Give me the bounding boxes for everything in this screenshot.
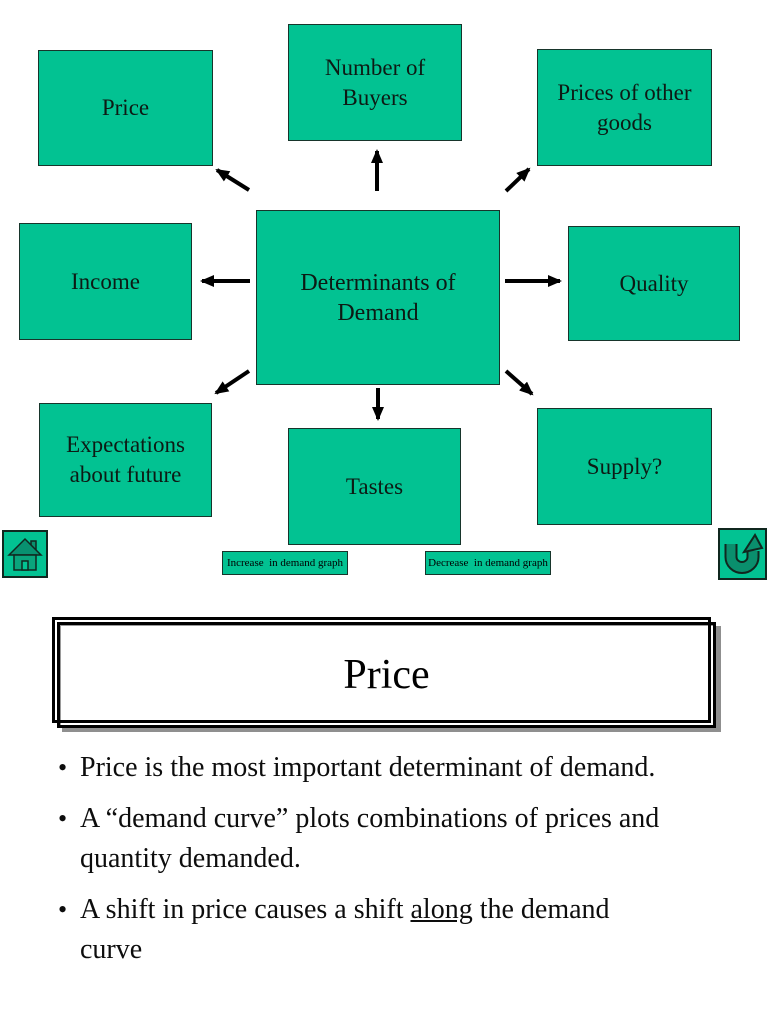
bullet-item: • Price is the most important determinan… — [58, 748, 718, 788]
home-icon[interactable] — [2, 530, 48, 578]
arrow-to-prices-of-other-goods — [504, 167, 531, 193]
slide-title-box: Price — [52, 617, 716, 728]
prices-of-other-goods-box: Prices of other goods — [537, 49, 712, 166]
bullet-text-segment: A shift in price causes a shift — [80, 894, 411, 925]
number-of-buyers-box: Number of Buyers — [288, 24, 462, 141]
slide-title: Price — [343, 652, 430, 698]
arrow-to-expectations — [214, 369, 251, 395]
quality-box: Quality — [568, 226, 740, 341]
quality-box-label: Quality — [619, 270, 689, 296]
number-of-buyers-label: Number of Buyers — [324, 54, 426, 110]
supply-box-label: Supply? — [586, 453, 663, 479]
bullet-text: A shift in price causes a shift along th… — [80, 890, 666, 970]
income-box: Income — [19, 223, 192, 340]
return-arrow-icon[interactable] — [718, 528, 767, 580]
decrease-demand-graph-label: Decrease in demand graph — [428, 557, 548, 569]
arrow-to-supply — [504, 369, 534, 396]
bullet-text: Price is the most important determinant … — [80, 752, 656, 783]
bullet-text: A “demand curve” plots combinations of p… — [80, 803, 660, 874]
supply-box: Supply? — [537, 408, 712, 525]
bullet-marker: • — [58, 753, 68, 782]
increase-demand-graph-button[interactable]: Increase in demand graph — [222, 551, 348, 575]
expectations-about-future-box: Expectations about future — [39, 403, 212, 517]
price-box-label: Price — [101, 95, 150, 120]
decrease-demand-graph-button[interactable]: Decrease in demand graph — [425, 551, 551, 575]
expectations-about-future-label: Expectations about future — [66, 432, 185, 487]
bullet-text-segment: the demand curve — [80, 894, 610, 965]
bullet-item: • A shift in price causes a shift along … — [58, 890, 718, 970]
bullet-text-underlined: along — [410, 894, 473, 925]
bullet-item: • A “demand curve” plots combinations of… — [58, 799, 718, 879]
price-box: Price — [38, 50, 213, 166]
income-box-label: Income — [71, 268, 140, 294]
bullet-marker: • — [58, 895, 68, 924]
bullet-marker: • — [58, 804, 68, 833]
bullet-list: • Price is the most important determinan… — [58, 748, 718, 981]
tastes-box: Tastes — [288, 428, 461, 545]
prices-of-other-goods-label: Prices of other goods — [557, 79, 692, 135]
determinants-of-demand-label: Determinants of Demand — [300, 269, 456, 326]
arrow-to-price — [215, 168, 251, 192]
tastes-box-label: Tastes — [345, 473, 404, 499]
determinants-of-demand-box: Determinants of Demand — [256, 210, 500, 385]
increase-demand-graph-label: Increase in demand graph — [226, 557, 344, 569]
